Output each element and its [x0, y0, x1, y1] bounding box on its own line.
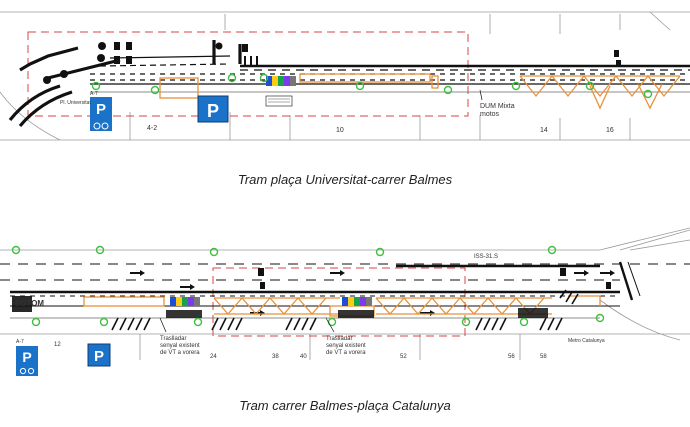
note-1-line3: de VT a vorera — [160, 350, 200, 356]
note-2-line3: de VT a vorera — [326, 350, 366, 356]
plot-number-bottom-4: 40 — [300, 354, 307, 360]
crosswalk-top — [244, 56, 258, 65]
kerb-lines-top — [8, 40, 242, 128]
road-symbols-bottom — [258, 268, 611, 289]
caption-top: Tram plaça Universitat-carrer Balmes — [237, 172, 453, 187]
plot-number-bottom-2: 24 — [210, 354, 217, 360]
note-1-line1: Traslladar — [160, 336, 186, 342]
bike-lane-top — [159, 73, 681, 110]
lane-markings-bottom — [0, 261, 690, 319]
street-name-bottom: ISS-31.S — [474, 254, 498, 260]
street-name-top: Pl. Universitat — [60, 100, 91, 106]
plan-top-section: P A-7 P Pl. Universitat DUM Mixta motos … — [0, 11, 690, 141]
parking-sign-bottom-2-symbol: P — [94, 348, 104, 365]
pavement-bands-bottom — [12, 296, 548, 318]
signal-circles-top — [91, 73, 653, 99]
parking-sign-bottom-1-symbol: P — [22, 349, 31, 365]
moto-symbols-top — [43, 42, 621, 84]
plot-number-bottom-1: 12 — [54, 342, 61, 348]
parking-sign-top-2-symbol: P — [207, 101, 219, 121]
dum-label: DUM Mixta — [480, 103, 515, 110]
bins-top — [266, 76, 296, 86]
plot-number-top-3: 14 — [540, 127, 548, 134]
signal-circles-bottom — [11, 245, 605, 327]
motos-road-marking: MOTOS — [14, 299, 44, 308]
plot-number-bottom-7: 58 — [540, 354, 547, 360]
caption-bottom: Tram carrer Balmes-plaça Catalunya — [239, 398, 451, 413]
note-1-line2: senyal existent — [160, 343, 200, 349]
parking-sign-bottom-2: P — [87, 343, 111, 367]
plot-number-top-2: 10 — [336, 127, 344, 134]
plot-number-bottom-3: 38 — [272, 354, 279, 360]
bike-lane-bottom — [83, 295, 601, 317]
plot-number-top-4: 16 — [606, 127, 614, 134]
metro-label: Metro Catalunya — [568, 338, 605, 344]
plot-number-top-1: 4-2 — [147, 125, 157, 132]
parking-sign-bottom-1: P — [16, 346, 38, 376]
plot-number-bottom-6: 56 — [508, 354, 515, 360]
bike-sign-label-top: A-7 — [90, 91, 98, 97]
parking-sign-top-2: P — [197, 95, 229, 123]
note-box-top — [265, 95, 293, 107]
parking-sign-top-1-symbol: P — [96, 101, 106, 118]
construction-zone-top — [27, 31, 469, 117]
bins-bottom-1 — [170, 297, 200, 306]
construction-zone-bottom — [212, 267, 466, 337]
note-2-line2: senyal existent — [326, 343, 366, 349]
lane-markings-top — [90, 55, 690, 93]
bike-sign-label-bottom: A-7 — [16, 339, 24, 345]
note-2-line1: Traslladar — [326, 336, 352, 342]
motos-label-top: motos — [480, 111, 500, 118]
parking-sign-top-1: P — [90, 97, 112, 131]
plan-bottom-section: MOTOS P A-7 P Traslladar senyal existent… — [0, 227, 690, 376]
hatched-strips-bottom — [111, 289, 579, 331]
building-outlines-top — [0, 11, 690, 141]
bins-bottom-2 — [342, 297, 372, 306]
plot-number-bottom-5: 52 — [400, 354, 407, 360]
